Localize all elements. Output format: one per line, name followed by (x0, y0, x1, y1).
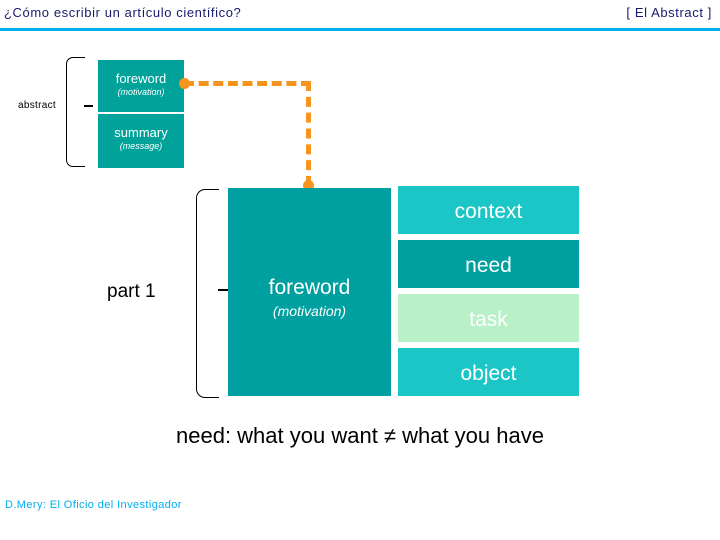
part1-stack-task: task (398, 294, 579, 342)
abstract-brace (66, 57, 93, 167)
part1-stack-object: object (398, 348, 579, 396)
connector-vertical-line (306, 81, 311, 186)
abstract-foreword-box: foreword (motivation) (98, 60, 184, 112)
connector-end-dot (303, 180, 314, 191)
connector-horizontal-line (184, 81, 311, 86)
part1-stack-need-label: need (465, 254, 512, 277)
abstract-summary-box: summary (message) (98, 114, 184, 168)
part1-stack-need: need (398, 240, 579, 288)
header-divider (0, 28, 720, 31)
part1-stack-context: context (398, 186, 579, 234)
abstract-summary-subtitle: (message) (119, 140, 163, 151)
part1-stack-context-label: context (454, 200, 523, 223)
abstract-label: abstract (18, 100, 56, 111)
part1-foreword-title: foreword (268, 276, 351, 299)
part1-foreword-box: foreword (motivation) (228, 188, 391, 396)
part1-stack-task-label: task (469, 308, 508, 331)
abstract-foreword-title: foreword (115, 71, 167, 86)
part1-brace (196, 189, 229, 398)
part1-foreword-subtitle: (motivation) (272, 303, 347, 320)
section-title: [ El Abstract ] (626, 5, 712, 20)
page-title: ¿Cómo escribir un artículo científico? (4, 5, 242, 20)
caption-text: need: what you want ≠ what you have (176, 423, 544, 448)
abstract-foreword-subtitle: (motivation) (117, 86, 165, 97)
part1-stack-object-label: object (460, 362, 517, 385)
abstract-summary-title: summary (114, 125, 168, 140)
footer-text: D.Mery: El Oficio del Investigador (5, 499, 182, 511)
part1-label: part 1 (107, 281, 156, 302)
